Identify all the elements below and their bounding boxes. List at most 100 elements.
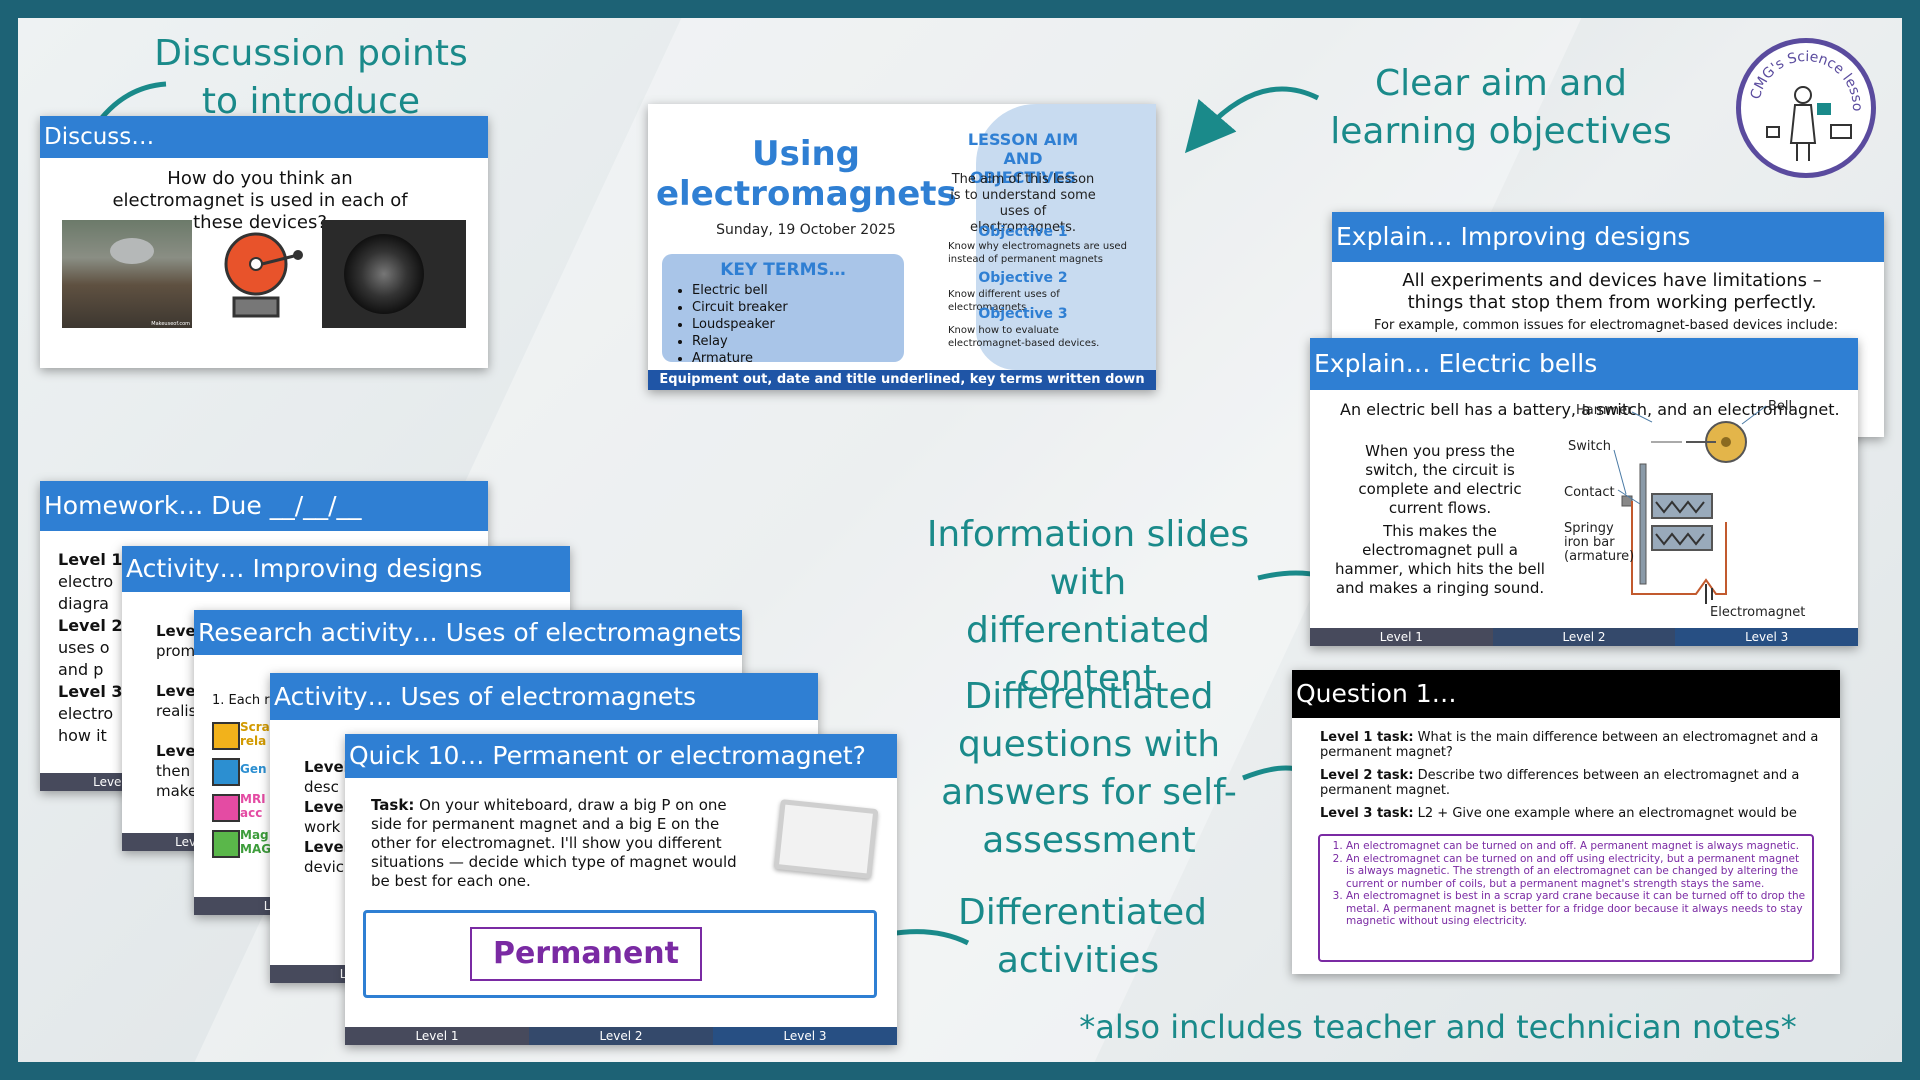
logo-badge: CMG's Science lessons [1736,38,1876,178]
answer-frame: Permanent [363,910,877,998]
fragment: Mag [240,828,269,842]
level-1-tab[interactable]: Level 1 [1310,628,1493,646]
scrapyard-crane-image: Makeuseof.com [62,220,192,328]
improving-header: Explain… Improving designs [1332,212,1884,262]
fragment: Scra [240,720,270,734]
bells-para-2: This makes the electromagnet pull a hamm… [1335,522,1545,597]
image-credit: Makeuseof.com [151,321,190,327]
task-row: Level 1 task: What is the main differenc… [1320,730,1820,760]
quick10-header: Quick 10… Permanent or electromagnet? [345,734,897,778]
task-text: On your whiteboard, draw a big P on one … [371,796,737,890]
bells-intro: An electric bell has a battery, a switch… [1340,400,1840,419]
electric-bells-slide: Explain… Electric bells An electric bell… [1310,338,1858,646]
puzzle-icon [212,758,240,786]
activity-improving-fragments: Level prom Level realis Level then make [156,621,201,801]
fragment: Level 1 [58,550,123,569]
fragment: work [304,818,341,836]
task-text: Describe two differences between an elec… [1320,768,1800,798]
fragment: realis [156,702,197,720]
question-slide: Question 1… Level 1 task: What is the ma… [1292,670,1840,974]
objective-1-title: Objective 1 [978,224,1068,240]
key-term-item: Armature [692,350,904,367]
task-row: Level 2 task: Describe two differences b… [1320,768,1820,798]
fragment: Level [304,798,349,816]
objective-3-text: Know how to evaluate electromagnet-based… [948,325,1100,349]
lesson-date: Sunday, 19 October 2025 [716,222,896,238]
aim-panel-bg [976,104,1156,370]
key-terms-box: KEY TERMS… Electric bell Circuit breaker… [662,254,904,366]
fragment: make [156,782,198,800]
label-bell: Bell [1768,399,1792,414]
research-header: Research activity… Uses of electromagnet… [194,610,742,655]
level-3-tab[interactable]: Level 3 [1675,628,1858,646]
logo-icon: CMG's Science lessons [1741,43,1865,161]
fragment: how it [58,726,107,745]
objective-2-title: Objective 2 [978,270,1068,286]
label-contact: Contact [1564,485,1615,500]
homework-header: Homework… Due __/__/__ [40,481,488,531]
answer-card[interactable]: Permanent [470,927,702,981]
bells-header: Explain… Electric bells [1310,338,1858,390]
page-canvas: Discussion points to introduce concepts … [18,18,1902,1062]
task-text: L2 + Give one example where an electroma… [1413,806,1797,821]
level-2-tab[interactable]: Level 2 [529,1027,713,1045]
title-slide-footer: Equipment out, date and title underlined… [648,370,1156,390]
key-terms-title: KEY TERMS… [720,260,846,280]
fragment: MRI [240,792,266,806]
key-term-item: Loudspeaker [692,316,904,333]
fragment: Level [304,838,349,856]
improving-cut-text: For example, common issues for electroma… [1374,318,1838,333]
fragment: Level [156,742,201,760]
caption-information: Information slides with differentiated c… [926,514,1250,699]
fragment: then [156,762,191,780]
answer-item: An electromagnet can be turned on and of… [1346,853,1806,891]
activity-uses-fragments: Level desc Level work Level devic [304,757,349,877]
answers-list: An electromagnet can be turned on and of… [1326,840,1806,928]
quick10-task: Task: On your whiteboard, draw a big P o… [371,796,751,891]
bell-image [224,232,303,318]
fragment: Level 2 [58,616,123,635]
objective-2-text: Know different uses of electromagnets [948,289,1060,313]
task-label: Level 1 task: [1320,730,1414,745]
level-1-tab[interactable]: Level 1 [345,1027,529,1045]
fragment: desc [304,778,339,796]
research-item-2: Gen [240,762,267,776]
caption-activities: Differentiated activities [958,892,1207,981]
fragment: and p [58,660,104,679]
fragment: diagra [58,594,109,613]
puzzle-icon [212,794,240,822]
key-term-item: Relay [692,333,904,350]
whiteboard-icon [773,799,879,879]
fragment: Level [156,622,201,640]
lesson-title: Using electromagnets [656,134,957,214]
crane-magnet-shape [110,238,154,264]
bells-para-1: When you press the switch, the circuit i… [1358,442,1522,517]
task-row: Level 3 task: L2 + Give one example wher… [1320,806,1820,821]
objective-1-text: Know why electromagnets are used instead… [948,241,1127,265]
fragment: acc [240,806,263,820]
key-terms-list: Electric bell Circuit breaker Loudspeake… [680,282,904,367]
aim-title: LESSON AIM AND OBJECTIVES [967,130,1079,187]
answers-box: An electromagnet can be turned on and of… [1318,834,1814,962]
discuss-slide: Discuss… How do you think an electromagn… [40,116,488,368]
answer-item: An electromagnet is best in a scrap yard… [1346,890,1806,928]
answer-item: An electromagnet can be turned on and of… [1346,840,1806,853]
level-3-tab[interactable]: Level 3 [713,1027,897,1045]
question-header: Question 1… [1292,670,1840,718]
aim-text: The aim of this lesson is to understand … [950,172,1096,235]
label-hammer: Hammer [1576,403,1633,418]
speaker-cone [344,234,424,314]
discuss-header: Discuss… [40,116,488,158]
level-2-tab[interactable]: Level 2 [1492,628,1676,646]
fragment: MAG [240,842,272,856]
caption-questions: Differentiated questions with answers fo… [941,676,1237,861]
fragment: devic [304,858,345,876]
fragment: electro [58,704,114,723]
fragment: rela [240,734,267,748]
